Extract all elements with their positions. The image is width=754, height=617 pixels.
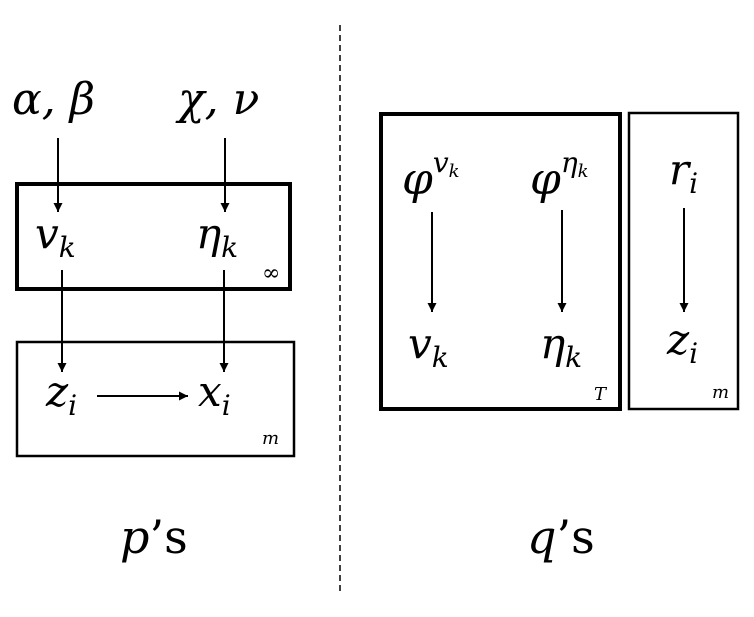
node-z-i-left: zi (45, 367, 77, 422)
caption-p: p’s (120, 510, 188, 564)
plate-m-right-label: m (712, 382, 729, 403)
plate-T-label: T (594, 384, 608, 405)
node-v-k-left: vk (35, 209, 76, 264)
hyperparam-alpha-beta: α, β (12, 74, 95, 125)
param-phi-eta: φηk (530, 146, 589, 205)
hyperparam-chi-nu: χ, ν (175, 74, 259, 125)
node-x-i: xi (198, 367, 231, 422)
node-v-k-right: vk (408, 319, 449, 374)
caption-q: q’s (527, 510, 595, 564)
plate-m-right (627, 111, 740, 411)
param-phi-v: φvk (402, 146, 460, 205)
plate-infinity (15, 182, 292, 291)
node-eta-k-right: ηk (540, 319, 582, 374)
plate-T (379, 112, 622, 411)
plate-m-left (15, 340, 296, 458)
plate-m-left-label: m (262, 428, 279, 449)
node-z-i-right: zi (666, 315, 698, 370)
node-eta-k-left: ηk (196, 209, 238, 264)
param-r-i: ri (669, 145, 698, 200)
plate-infinity-label: ∞ (262, 261, 280, 286)
